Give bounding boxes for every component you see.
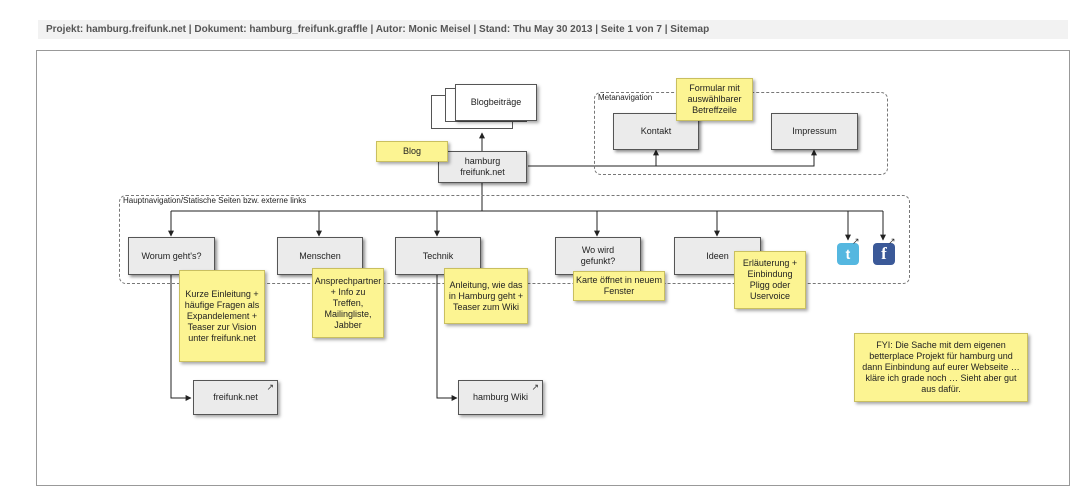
page-technik[interactable]: Technik (395, 237, 481, 275)
page-hamburg-wiki-label: hamburg Wiki (472, 392, 528, 402)
page-impressum-label: Impressum (792, 126, 837, 136)
note-worum: Kurze Einleitung + häufige Fragen als Ex… (179, 270, 265, 362)
note-formular: Formular mit auswählbarer Betreffzeile (676, 78, 753, 121)
page-blogbeitraege[interactable]: Blogbeiträge (455, 84, 537, 121)
page-home-label: hamburg freifunk.net (460, 156, 505, 177)
document-header: Projekt: hamburg.freifunk.net | Dokument… (38, 20, 1068, 39)
facebook-external-link-icon: ↗ (888, 236, 896, 246)
page-kontakt-label: Kontakt (640, 126, 672, 136)
line-worum-freifunk (170, 275, 192, 401)
metanavigation-label: Metanavigation (598, 93, 653, 102)
page-blogbeitraege-label: Blogbeiträge (470, 97, 522, 107)
page-wo-wird-gefunkt-label: Wo wird gefunkt? (580, 245, 616, 266)
page-home[interactable]: hamburg freifunk.net (438, 151, 527, 183)
twitter-icon[interactable]: t (837, 243, 859, 265)
note-fyi: FYI: Die Sache mit dem eigenen betterpla… (854, 333, 1028, 402)
page-worum-gehts[interactable]: Worum geht's? (128, 237, 215, 275)
line-home-impressum (656, 149, 817, 167)
page-impressum[interactable]: Impressum (771, 113, 858, 150)
page-menschen-label: Menschen (299, 250, 341, 261)
hauptnavigation-label: Hauptnavigation/Statische Seiten bzw. ex… (123, 196, 307, 205)
note-menschen: Ansprechpartner + Info zu Treffen, Maili… (312, 268, 384, 338)
note-wo-wird: Karte öffnet in neuem Fenster (573, 271, 665, 301)
freifunk-net-external-link-icon: ↗ (266, 382, 274, 392)
twitter-external-link-icon: ↗ (852, 236, 860, 246)
page-wo-wird-gefunkt[interactable]: Wo wird gefunkt? (555, 237, 641, 275)
facebook-icon[interactable]: f (873, 243, 895, 265)
page-technik-label: Technik (422, 250, 454, 261)
page-worum-gehts-label: Worum geht's? (141, 250, 202, 261)
page-ideen-label: Ideen (706, 250, 729, 261)
note-ideen: Erläuterung + Einbindung Pligg oder User… (734, 251, 806, 309)
page-freifunk-net-label: freifunk.net (213, 392, 258, 402)
note-blog: Blog (376, 141, 448, 162)
hamburg-wiki-external-link-icon: ↗ (531, 382, 539, 392)
line-technik-wiki (436, 275, 458, 401)
note-technik: Anleitung, wie das in Hamburg geht + Tea… (444, 268, 528, 324)
page-hamburg-wiki[interactable]: hamburg Wiki ↗ (458, 380, 543, 415)
page-freifunk-net[interactable]: freifunk.net ↗ (193, 380, 278, 415)
